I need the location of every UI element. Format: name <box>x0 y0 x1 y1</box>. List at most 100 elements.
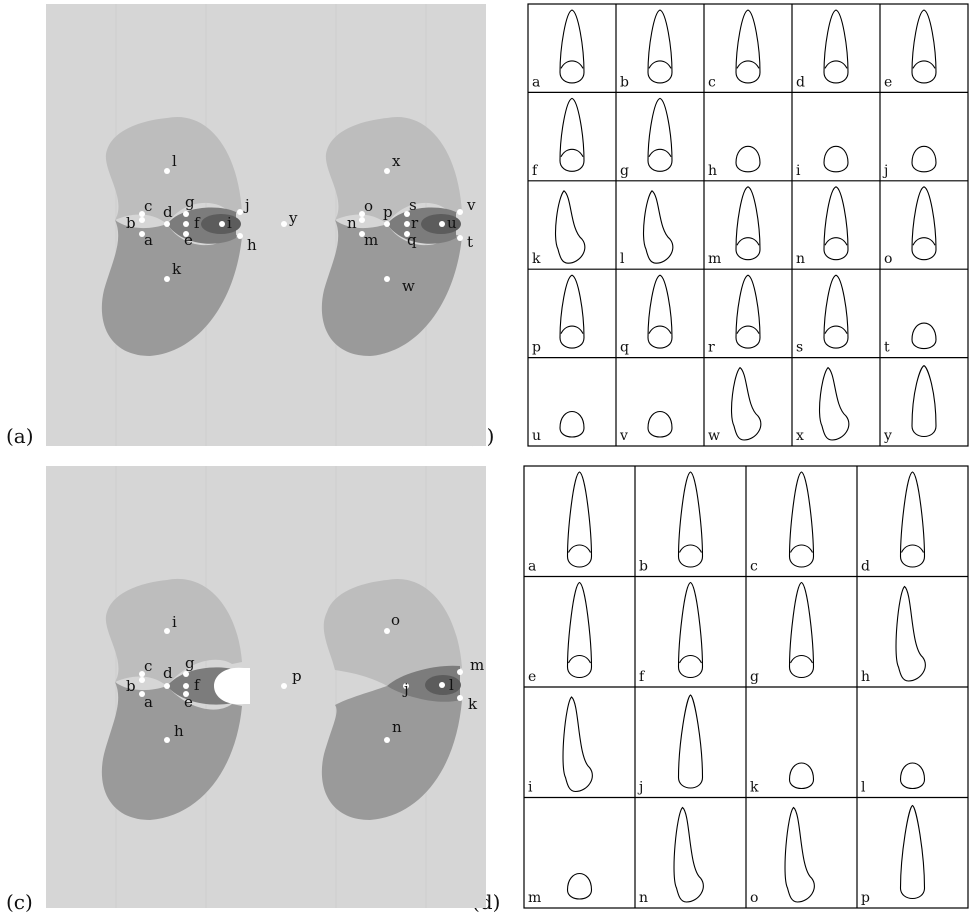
point-label: d <box>163 203 173 221</box>
point-marker <box>164 168 170 174</box>
point-label: r <box>411 214 419 232</box>
grid-cell: b <box>620 9 673 90</box>
point-label: j <box>243 196 250 214</box>
contour-curve <box>647 97 673 172</box>
grid-cell: o <box>750 806 815 906</box>
point-marker <box>237 209 243 215</box>
point-label: u <box>447 214 457 232</box>
point-marker <box>164 683 170 689</box>
cell-label: i <box>528 780 533 796</box>
point-marker <box>164 221 170 227</box>
point-label: k <box>468 695 478 713</box>
grid-cell: x <box>796 366 850 444</box>
cell-label: h <box>861 669 870 685</box>
contour-curve <box>555 190 586 264</box>
point-label: d <box>163 664 173 682</box>
grid-cell: p <box>861 804 926 906</box>
point-marker <box>281 221 287 227</box>
cell-label: e <box>528 669 536 685</box>
point-label: e <box>184 231 193 249</box>
contour-curve <box>823 145 849 173</box>
inner-arc <box>568 654 591 664</box>
contour-curve <box>899 804 926 900</box>
cell-label: b <box>639 559 648 575</box>
grid-cell: h <box>708 145 761 179</box>
point-marker <box>219 221 225 227</box>
cell-label: q <box>620 340 629 356</box>
cell-label: k <box>750 780 759 796</box>
contour-curve <box>788 471 815 568</box>
inner-arc <box>901 544 924 553</box>
point-label: f <box>194 676 201 694</box>
cell-label: n <box>639 890 648 906</box>
point-label: h <box>174 722 184 740</box>
cell-label: k <box>532 251 541 267</box>
contour-curve <box>677 694 704 789</box>
point-label: m <box>470 656 484 674</box>
inner-arc <box>560 60 584 69</box>
contour-curve <box>899 762 926 790</box>
grid-cell: w <box>708 366 762 444</box>
contour-curve <box>911 322 937 350</box>
cell-label: d <box>861 559 870 575</box>
cell-label: b <box>620 74 629 90</box>
cell-label: g <box>750 669 759 685</box>
point-marker <box>164 628 170 634</box>
grid-cell: r <box>708 274 761 356</box>
cell-label: f <box>639 669 646 685</box>
point-marker <box>457 235 463 241</box>
point-label: b <box>126 214 136 232</box>
point-marker <box>359 217 365 223</box>
cell-label: c <box>750 559 758 575</box>
contour-curve <box>735 186 761 261</box>
cell-label: f <box>532 163 539 179</box>
contour-curve <box>647 274 673 349</box>
point-label: a <box>144 231 153 249</box>
grid-cell: u <box>532 411 585 444</box>
contour-curve <box>911 145 937 173</box>
inner-arc <box>912 60 936 69</box>
cell-label: s <box>796 340 803 356</box>
cell-label: h <box>708 163 717 179</box>
point-label: n <box>347 214 357 232</box>
contour-curve <box>677 581 704 679</box>
point-label: o <box>364 197 373 215</box>
inner-arc <box>790 544 813 553</box>
cell-label: m <box>528 890 541 906</box>
panel-label-c: (c) <box>6 890 33 914</box>
panel-label-a: (a) <box>6 424 34 448</box>
contour-curve <box>911 186 937 261</box>
cell-label: e <box>884 74 892 90</box>
inner-arc <box>560 325 584 334</box>
inner-arc <box>736 325 760 334</box>
point-label: f <box>194 214 201 232</box>
point-marker <box>183 683 189 689</box>
grid-cell: e <box>528 581 593 685</box>
contour-curve <box>735 145 761 173</box>
point-marker <box>164 276 170 282</box>
grid-cell: g <box>750 581 815 685</box>
contour-curve <box>899 471 926 568</box>
point-marker <box>404 221 410 227</box>
grid-cell: k <box>750 762 815 796</box>
point-marker <box>439 221 445 227</box>
contour-curve <box>823 186 849 261</box>
panel-c-right-lower-region <box>321 686 462 820</box>
cell-label: i <box>796 163 801 179</box>
point-label: b <box>126 677 136 695</box>
point-marker <box>384 221 390 227</box>
point-marker <box>384 276 390 282</box>
point-label: y <box>288 209 298 227</box>
grid-cell: l <box>861 762 926 796</box>
inner-arc <box>790 654 813 664</box>
contour-curve <box>677 471 704 568</box>
cell-label: a <box>532 74 540 90</box>
grid-cell: d <box>861 471 926 575</box>
contour-curve <box>731 366 762 441</box>
point-marker <box>183 231 189 237</box>
contour-curve <box>559 97 585 172</box>
cell-label: l <box>620 251 625 267</box>
